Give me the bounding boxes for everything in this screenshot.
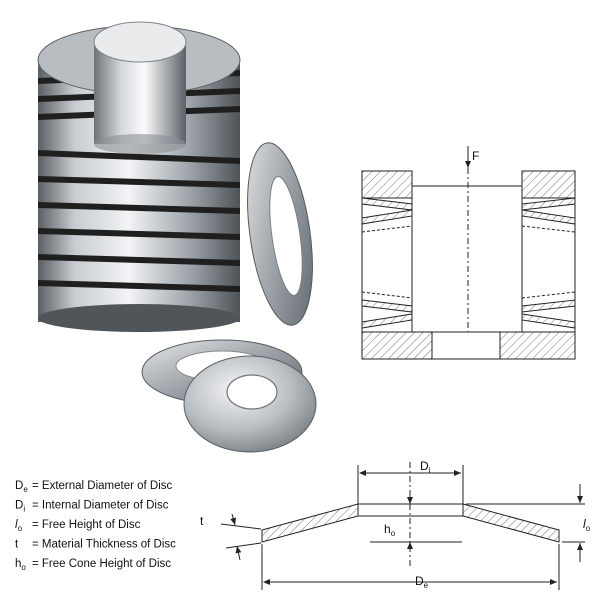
legend-subscript: o [21,563,26,572]
profile-left-half [261,503,359,543]
legend-item: t = Material Thickness of Disc [15,539,176,551]
force-label: F [472,149,479,163]
legend-subscript: e [23,485,28,494]
t-label: t [200,514,204,528]
legend-description: = External Diameter of Disc [32,480,173,492]
upper-disc-springs [361,197,576,225]
legend-symbol: D [15,500,23,512]
legend-subscript: o [18,524,23,533]
single-disc-front [183,355,317,453]
top-plate-right [521,170,576,199]
legend-item: De = External Diameter of Disc [15,480,173,494]
legend-description: = Internal Diameter of Disc [32,500,169,512]
legend-description: = Material Thickness of Disc [32,539,176,551]
single-disc-edge [247,142,313,326]
legend-item: Di = Internal Diameter of Disc [15,500,169,514]
legend-symbol: h [15,558,21,570]
legend-subscript: i [23,505,25,514]
legend-symbol: t [15,539,19,551]
lower-disc-springs [361,299,576,329]
legend-item: lo = Free Height of Disc [15,519,141,533]
legend-symbol: l [15,519,18,531]
guide-bore [411,185,523,333]
di-label: Di [420,459,431,475]
legend-symbol: D [15,480,23,492]
section-view: F [361,146,576,360]
top-plate-left [361,170,413,199]
legend-description: = Free Height of Disc [32,519,141,531]
h0-label: ho [384,522,396,538]
legend-description: = Free Cone Height of Disc [32,558,171,570]
de-label: De [415,574,429,590]
disc-profile-view: Di ho lo t De [200,459,591,590]
stack-base [38,304,240,332]
legend-item: ho = Free Cone Height of Disc [15,558,171,572]
l0-label: lo [583,517,591,533]
profile-right-half [462,503,560,543]
guide-pin-top [93,21,187,63]
base-plate-left [361,331,433,360]
base-plate-right [499,331,576,360]
disc-stack-photo [37,21,317,453]
